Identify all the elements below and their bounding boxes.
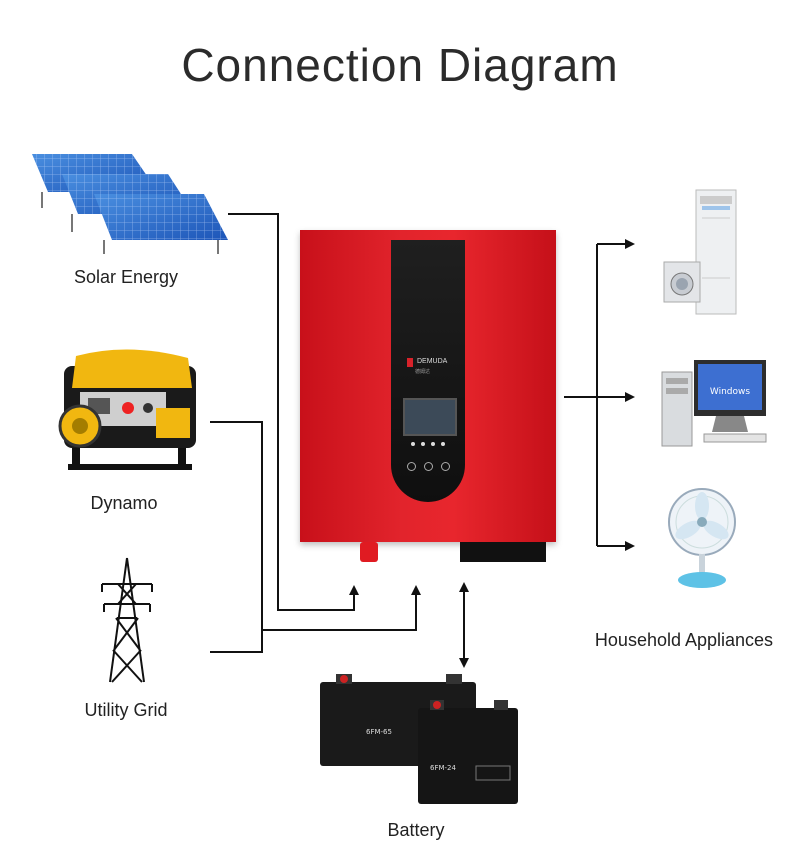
battery-terminal — [460, 542, 546, 562]
control-button — [407, 462, 416, 471]
inverter-control-panel: DEMUDA 德姆达 — [391, 240, 465, 502]
solar-wire — [228, 213, 359, 611]
indicator-led — [431, 442, 435, 446]
solar-energy-label: Solar Energy — [73, 267, 179, 287]
air-conditioner-icon — [663, 189, 737, 315]
page-title: Connection Diagram — [181, 39, 619, 91]
battery-model-b: 6FM-24 — [430, 764, 456, 772]
battery-label: Battery — [387, 820, 445, 840]
input-terminal — [360, 542, 378, 562]
computer-screen-text: Windows — [710, 387, 750, 397]
household-appliances-label: Household Appliances — [594, 630, 774, 650]
solar-panel-icon — [32, 154, 228, 254]
indicator-led — [421, 442, 425, 446]
grid-wire — [210, 630, 263, 653]
brand-logo-icon — [407, 358, 413, 367]
generator-icon — [58, 349, 196, 470]
transmission-tower-icon — [101, 557, 153, 683]
control-button — [424, 462, 433, 471]
inverter-brand: DEMUDA — [417, 358, 448, 365]
fan-icon — [668, 488, 736, 588]
control-button — [441, 462, 450, 471]
inverter-device: DEMUDA 德姆达 — [300, 230, 556, 562]
indicator-led — [441, 442, 445, 446]
inverter-brand-sub: 德姆达 — [415, 369, 431, 375]
dynamo-label: Dynamo — [90, 493, 158, 513]
indicator-led — [411, 442, 415, 446]
battery-model-a: 6FM-65 — [366, 728, 392, 736]
computer-icon: Windows — [661, 360, 767, 447]
utility-grid-label: Utility Grid — [84, 700, 168, 720]
battery-icon: 6FM-65 6FM-24 — [320, 674, 518, 804]
lcd-screen — [403, 398, 457, 436]
